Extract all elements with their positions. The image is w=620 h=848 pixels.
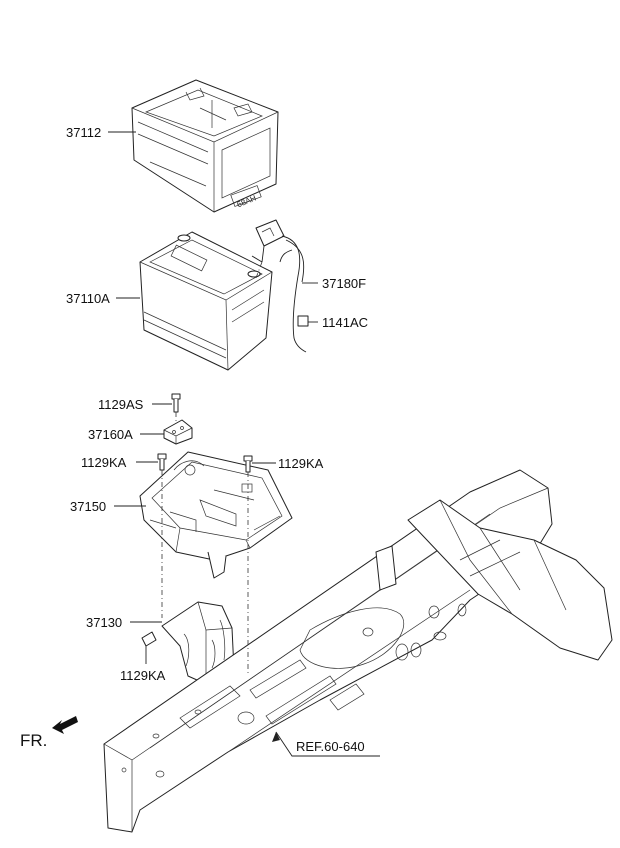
front-arrow-icon [52,716,78,734]
label-bolt-top: 1129AS [98,397,144,412]
label-battery-tray-cover: 37112 [66,125,101,140]
label-battery-cable: 37180F [322,276,366,291]
label-bolt-left: 1129KA [81,455,127,470]
alignment-lines [161,261,263,676]
battery-cable-drawing [251,219,309,353]
label-cable-bolt: 1141AC [322,315,368,330]
front-marker: FR. [20,716,78,750]
bolt-and-clamp-drawing [163,393,193,445]
leader-lines [108,131,380,757]
label-bracket: 37130 [86,615,122,630]
label-battery: 37110A [66,291,110,306]
label-reference: REF.60-640 [296,739,365,754]
label-clamp: 37160A [88,427,133,442]
label-bolt-bottom: 1129KA [120,668,166,683]
label-bolt-right: 1129KA [278,456,324,471]
battery-drawing [139,231,273,371]
front-marker-label: FR. [20,731,47,750]
tray-bolts-drawing [157,453,253,473]
vehicle-frame-drawing [103,469,613,833]
label-tray: 37150 [70,499,106,514]
battery-tray-drawing [139,451,293,579]
battery-tray-cover-drawing: 68AH [131,79,279,213]
